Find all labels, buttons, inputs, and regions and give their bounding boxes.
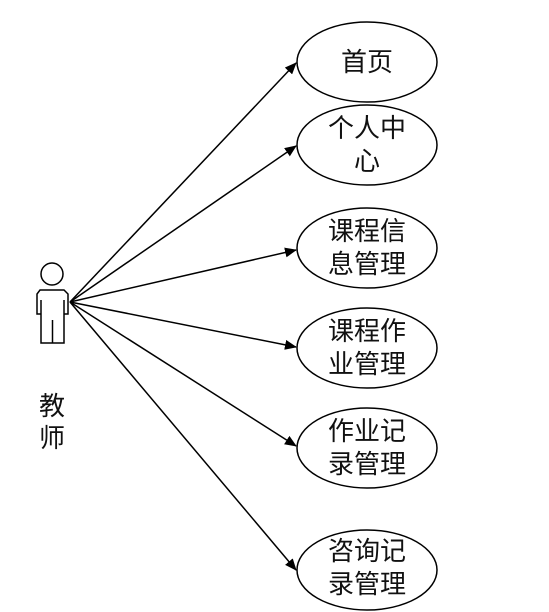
actor-body [36, 289, 69, 344]
use-case-label-line1: 个人中 [328, 114, 406, 144]
use-case-label: 首页 [341, 48, 393, 78]
actor-teacher: 教 师 [36, 262, 69, 454]
use-case-personal-center: 个人中 心 [296, 104, 438, 186]
actor-label-line2: 师 [39, 424, 65, 454]
use-case-home: 首页 [296, 21, 438, 103]
association-arrow [69, 301, 297, 350]
associations [69, 62, 297, 571]
use-case-label-line2: 录管理 [328, 450, 406, 480]
use-case-label-line1: 作业记 [328, 417, 406, 447]
use-case-consultation-record-management: 咨询记 录管理 [296, 529, 438, 611]
use-case-label-line1: 咨询记 [328, 537, 406, 567]
association-arrow [69, 301, 297, 447]
use-case-label-line1: 课程作 [328, 317, 406, 347]
use-case-course-assignment-management: 课程作 业管理 [296, 307, 438, 389]
use-case-label-line2: 业管理 [328, 350, 406, 380]
use-case-label-line2: 息管理 [328, 250, 406, 280]
use-case-assignment-record-management: 作业记 录管理 [296, 407, 438, 489]
use-case-ellipse [296, 21, 438, 103]
use-case-ellipse [296, 307, 438, 389]
use-case-ellipse [296, 529, 438, 611]
actor-label-line1: 教 [39, 392, 65, 422]
association-arrow [69, 247, 297, 303]
use-case-course-info-management: 课程信 息管理 [296, 207, 438, 289]
use-case-ellipse [296, 407, 438, 489]
use-case-ellipse [296, 104, 438, 186]
actor-head [40, 262, 64, 286]
use-case-ellipse [296, 207, 438, 289]
use-case-label-line2: 录管理 [328, 570, 406, 600]
association-arrow [69, 62, 297, 303]
association-arrow [69, 301, 297, 571]
association-arrow [69, 145, 297, 303]
use-case-label-line1: 课程信 [328, 217, 406, 247]
use-case-label-line2: 心 [354, 147, 380, 177]
